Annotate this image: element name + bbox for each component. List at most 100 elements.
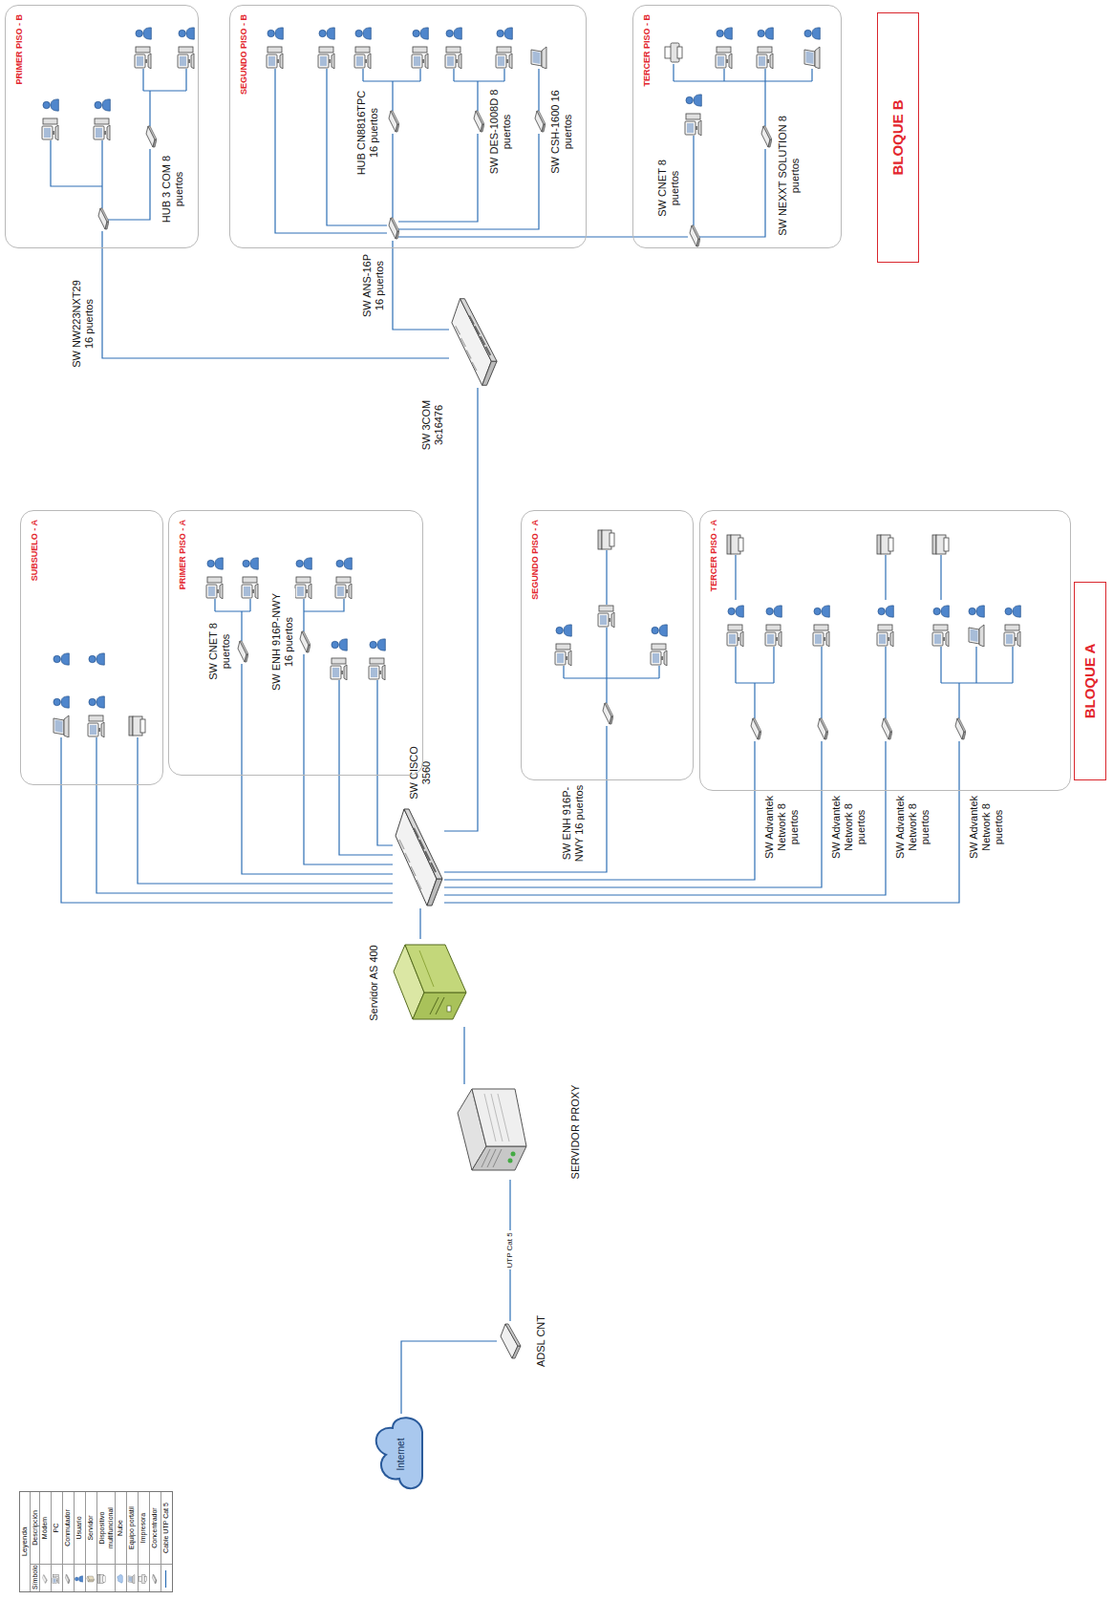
legend-symbol — [63, 1568, 72, 1590]
text-holder: PRIMER PISO - B — [8, 14, 26, 86]
label-text: SW NEXXT SOLUTION 8 puertos — [776, 110, 802, 241]
utp-cable — [214, 599, 215, 612]
legend-cell: Descripción — [30, 1492, 40, 1565]
utp-cable — [249, 599, 251, 612]
block-label-box: BLOQUE B — [877, 12, 920, 263]
usr-icon — [556, 624, 572, 637]
utp-cable — [363, 80, 421, 82]
legend-cell — [127, 1564, 138, 1592]
switch-box: SW Advantek Network 8 puertos — [954, 717, 966, 741]
pc-icon — [266, 46, 283, 69]
legend-cell — [40, 1564, 51, 1592]
drawing-part — [471, 1146, 527, 1171]
label-text: SUBSUELO - A — [29, 519, 41, 581]
pc-icon — [877, 624, 894, 647]
legend-symbol — [115, 1568, 125, 1590]
legend-title: Leyenda — [20, 1492, 30, 1592]
label-text: BLOQUE A — [1081, 643, 1099, 720]
label-text: SW CNET 8 puertos — [656, 157, 682, 219]
utp-cable — [240, 611, 242, 642]
utp-cable — [884, 646, 886, 719]
usr-icon — [336, 557, 352, 570]
drawing-part — [481, 1149, 502, 1168]
utp-cable — [50, 140, 103, 187]
drawing-part — [460, 299, 498, 362]
text-holder: BLOQUE B — [889, 99, 907, 175]
pc-icon — [598, 605, 615, 628]
utp-cable — [753, 683, 755, 719]
usr-icon — [651, 624, 667, 637]
sw-icon — [299, 630, 311, 654]
switch-box: SW CNET 8 puertos — [236, 640, 249, 664]
drawing-part — [419, 950, 434, 987]
usr-icon — [242, 557, 258, 570]
drawing-part — [388, 110, 400, 132]
pc-icon — [177, 46, 194, 69]
legend-icon — [64, 1574, 70, 1584]
label-text: HUB 3 COM 8 puertos — [160, 152, 186, 226]
utp-cable — [884, 555, 886, 600]
utp-cable — [764, 81, 766, 127]
floor-panel: SUBSUELO - A — [20, 510, 164, 786]
legend-icon — [86, 1576, 95, 1583]
switch-box: SW CSH-1600 16 puertos — [534, 109, 546, 133]
text-holder: SW 3COM 3c16476 — [420, 394, 447, 456]
usr-icon — [727, 605, 744, 618]
switch-box: SW Advantek Network 8 puertos — [749, 717, 762, 741]
legend-cell: Cable UTP Cat 5 — [161, 1492, 172, 1565]
usr-icon — [88, 696, 105, 708]
utp-cable — [699, 149, 766, 237]
utp-cable — [149, 90, 150, 127]
text-holder: SW NW223NXT29 16 puertos — [70, 275, 97, 373]
utp-cable — [377, 680, 393, 846]
legend-row: Módem — [39, 1492, 51, 1592]
utp-cable — [975, 646, 977, 684]
usr-icon — [446, 27, 462, 40]
utp-cable — [185, 68, 187, 91]
pc-icon — [495, 46, 513, 69]
utp-cable — [811, 68, 813, 82]
sw-icon — [97, 207, 109, 231]
utp-cable — [142, 68, 144, 91]
utp-cable — [398, 235, 688, 237]
legend-row: Dispositivo multifuncional — [96, 1492, 115, 1592]
floor-panel: PRIMER PISO - ASW CNET 8 puertosSW ENH 9… — [168, 510, 424, 776]
cable-label: UTP Cat 5 — [505, 1230, 515, 1270]
utp-cable — [734, 646, 736, 684]
utp-cable — [398, 133, 539, 230]
big-icon — [449, 296, 499, 388]
label-text: PRIMER PISO - B — [14, 14, 25, 86]
legend-row: Nube — [114, 1492, 127, 1592]
sw-icon — [749, 717, 762, 741]
drawing-part — [689, 225, 701, 247]
adsl-modem: ADSL CNT — [496, 1321, 522, 1362]
utp-cable — [537, 68, 539, 111]
proxy-server: SERVIDOR PROXY — [452, 1084, 530, 1180]
text-holder: SW Advantek Network 8 puertos — [763, 792, 802, 862]
utp-cable — [503, 68, 505, 82]
utp-cable — [444, 741, 822, 888]
legend-icon — [117, 1574, 124, 1584]
sw-icon — [387, 109, 400, 133]
drawing-part — [98, 208, 109, 230]
usr-icon — [716, 27, 732, 40]
pc-icon — [318, 46, 335, 69]
utp-cable — [453, 80, 505, 82]
usr-icon — [319, 27, 335, 40]
pc-icon — [555, 643, 572, 666]
legend-icon — [138, 1575, 147, 1584]
pc-icon — [1004, 624, 1021, 647]
drawing-part — [508, 1158, 514, 1164]
drawing-part — [955, 718, 966, 740]
pc-icon — [684, 113, 702, 136]
mfp-icon — [598, 530, 615, 550]
text-holder: SW CISCO 3560 — [407, 742, 434, 804]
label-text: ADSL CNT — [535, 1315, 548, 1368]
label-text: SW NW223NXT29 16 puertos — [70, 275, 96, 373]
legend-cell — [51, 1564, 63, 1592]
label-text: SW Advantek Network 8 puertos — [763, 792, 801, 862]
label-text: SW Advantek Network 8 puertos — [830, 792, 868, 862]
legend-row: PC — [50, 1492, 63, 1592]
legend-symbol — [138, 1568, 148, 1590]
usr-icon — [53, 653, 69, 665]
